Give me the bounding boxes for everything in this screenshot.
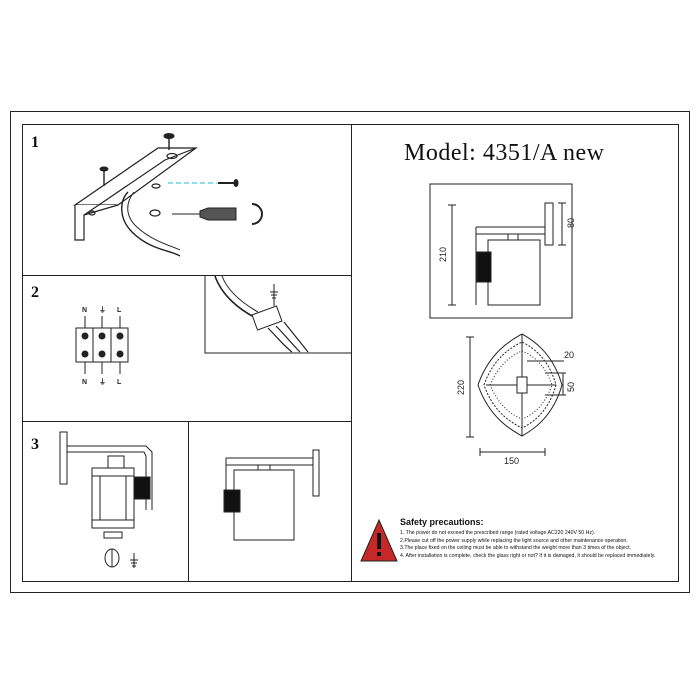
wire-label-n-bottom: N [82,379,87,386]
wire-label-l-bottom: L [117,379,122,386]
safety-line-3: 3.The place fixed on the ceiling must be… [400,545,631,552]
warning-triangle-icon [360,518,398,562]
dim-depth: 20 [564,350,574,360]
model-title: Model: 4351/A new [404,140,605,166]
step-1-bracket-drawing [73,147,198,257]
safety-line-1: 1. The power do not exceed the prescribe… [400,530,596,536]
screw-icon [99,133,239,187]
step-number-2: 2 [31,284,39,301]
dim-height-front: 220 [456,380,466,395]
safety-line-4: 4. After installation is complete, check… [400,552,656,559]
ground-symbol-icon [270,291,278,299]
screwdriver-icon [172,203,263,225]
wiring-detail [204,275,352,354]
side-view-drawing [429,183,573,319]
dim-bracket: 80 [566,218,576,228]
step-number-1: 1 [31,134,39,151]
safety-line-2: 2.Please cut off the power supply while … [400,537,628,544]
wire-label-n-top: N [82,307,87,314]
dim-height-side: 210 [438,247,448,262]
wire-label-ground-top: ⏚ [99,306,106,314]
step-3b-assembled-drawing [223,449,320,541]
wiring-labels: N ⏚ L N ⏚ L [82,306,122,386]
safety-heading: Safety precautions: [400,517,484,527]
wire-label-ground-bottom: ⏚ [99,378,106,386]
wire-label-l-top: L [117,307,122,314]
dim-width: 150 [504,456,519,466]
step-number-3: 3 [31,436,39,453]
terminal-block-icon [75,316,129,374]
front-view-drawing [466,333,566,456]
sheet-frame [10,111,690,593]
safety-precautions: Safety precautions: 1. The power do not … [400,517,688,560]
step-3-assembly-drawing [59,431,153,568]
ground-symbol-icon [130,553,138,568]
dim-offset: 50 [566,382,576,392]
